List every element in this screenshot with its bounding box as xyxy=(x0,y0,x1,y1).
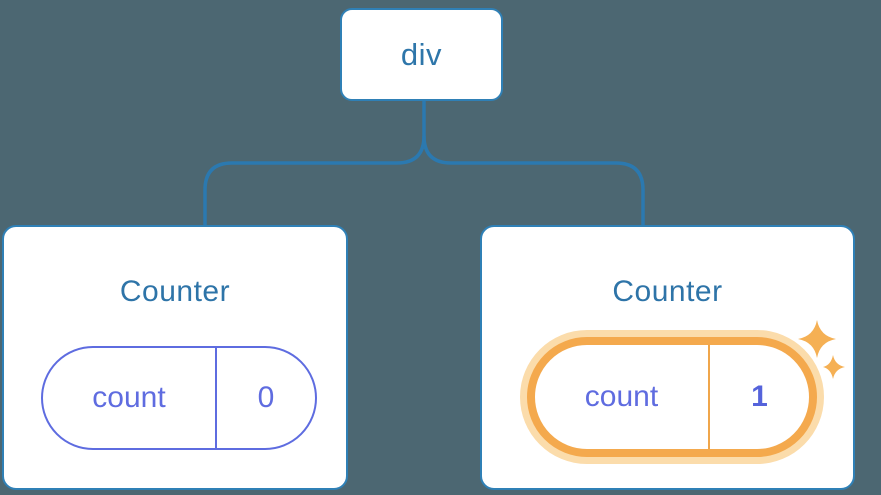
root-node-div: div xyxy=(340,8,503,101)
state-value: 1 xyxy=(751,380,768,413)
root-node-label: div xyxy=(400,36,443,72)
counter-card-right: Counter count 1 xyxy=(480,225,855,490)
component-title: Counter xyxy=(612,275,723,308)
state-pill: count 0 xyxy=(41,346,317,450)
state-name: count xyxy=(535,345,710,449)
state-pill-highlighted: count 1 xyxy=(527,337,817,457)
state-name: count xyxy=(43,348,217,448)
sparkle-small xyxy=(823,355,845,379)
component-title: Counter xyxy=(119,275,231,308)
branch-left xyxy=(203,101,426,226)
counter-card-left: Counter count 0 xyxy=(2,225,348,490)
branch-right xyxy=(422,135,645,226)
sparkle-large xyxy=(798,320,836,358)
sparkles-icon xyxy=(798,320,845,379)
state-value: 0 xyxy=(257,381,275,414)
